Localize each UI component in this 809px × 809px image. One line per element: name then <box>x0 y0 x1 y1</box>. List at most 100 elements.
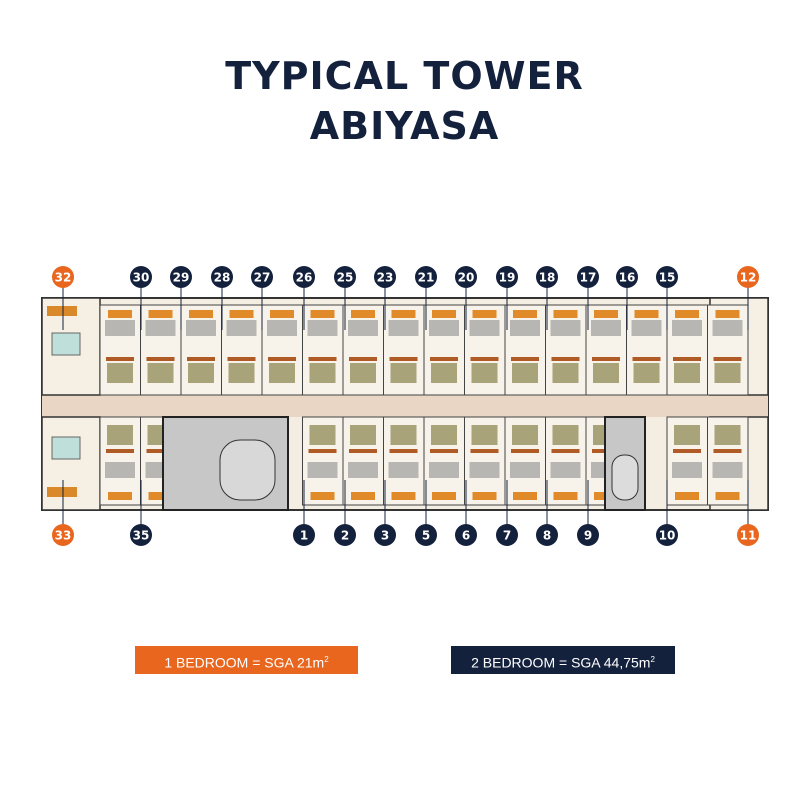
bathroom <box>431 363 457 383</box>
top-marker-15 <box>656 266 678 288</box>
wardrobe <box>472 310 497 318</box>
kitchen-counter <box>713 449 742 453</box>
wardrobe <box>675 310 699 318</box>
bottom-unit-label: 35 <box>133 529 150 543</box>
wardrobe <box>270 310 294 318</box>
bathroom <box>350 425 376 445</box>
top-unit-label: 29 <box>173 271 190 285</box>
bathroom <box>471 425 498 445</box>
top-marker-16 <box>616 266 638 288</box>
top-unit-label: 18 <box>539 271 556 285</box>
bathroom <box>512 363 538 383</box>
wardrobe <box>108 310 132 318</box>
kitchen-counter <box>308 357 337 361</box>
top-marker-18 <box>536 266 558 288</box>
bottom-marker-33 <box>52 524 74 546</box>
top-unit-label: 27 <box>254 271 271 285</box>
bed <box>105 320 135 336</box>
bathroom <box>431 425 457 445</box>
kitchen-counter <box>713 357 742 361</box>
top-marker-12 <box>737 266 759 288</box>
top-unit-label: 20 <box>458 271 475 285</box>
kitchen-counter <box>551 357 580 361</box>
title-line-2: ABIYASA <box>309 104 500 148</box>
bed <box>388 320 419 336</box>
bed <box>51 436 81 460</box>
bed <box>388 462 419 478</box>
kitchen-counter <box>673 357 701 361</box>
bathroom <box>269 363 295 383</box>
wardrobe <box>229 310 254 318</box>
bathroom <box>674 425 700 445</box>
wardrobe <box>432 310 456 318</box>
top-unit-label: 21 <box>418 271 435 285</box>
wardrobe <box>148 492 173 500</box>
bed <box>145 320 176 336</box>
kitchen-counter <box>389 449 418 453</box>
bed <box>307 320 338 336</box>
bed <box>267 320 297 336</box>
top-marker-23 <box>374 266 396 288</box>
top-unit-label: 25 <box>337 271 354 285</box>
bottom-marker-11 <box>737 524 759 546</box>
top-marker-17 <box>577 266 599 288</box>
kitchen-counter <box>430 357 458 361</box>
top-unit-label: 28 <box>214 271 231 285</box>
stairs <box>611 454 639 501</box>
wardrobe <box>553 310 578 318</box>
bottom-marker-9 <box>577 524 599 546</box>
wardrobe <box>432 492 456 500</box>
bathroom <box>147 363 174 383</box>
bottom-unit-label: 9 <box>584 529 592 543</box>
bed <box>510 462 540 478</box>
wardrobe <box>513 310 537 318</box>
kitchen-counter <box>470 357 499 361</box>
top-marker-21 <box>415 266 437 288</box>
bottom-marker-5 <box>415 524 437 546</box>
bathroom <box>390 363 417 383</box>
wardrobe <box>310 310 335 318</box>
bathroom <box>512 425 538 445</box>
bed <box>712 320 743 336</box>
wardrobe <box>351 310 375 318</box>
top-marker-25 <box>334 266 356 288</box>
bed <box>429 462 459 478</box>
kitchen-counter <box>227 357 256 361</box>
kitchen-counter <box>106 449 134 453</box>
furniture <box>47 306 77 316</box>
bed <box>469 320 500 336</box>
top-unit-label: 30 <box>133 271 150 285</box>
furniture <box>47 487 77 497</box>
bottom-unit-label: 7 <box>503 529 511 543</box>
top-unit-label: 16 <box>619 271 636 285</box>
bathroom <box>390 425 417 445</box>
wardrobe <box>634 310 659 318</box>
wardrobe <box>715 492 740 500</box>
bottom-unit-label: 3 <box>381 529 389 543</box>
bed <box>105 462 135 478</box>
bathroom <box>350 363 376 383</box>
bottom-unit-label: 8 <box>543 529 551 543</box>
top-unit-label: 32 <box>55 271 72 285</box>
bottom-marker-1 <box>293 524 315 546</box>
kitchen-counter <box>268 357 296 361</box>
bathroom <box>714 363 741 383</box>
top-unit-label: 17 <box>580 271 597 285</box>
kitchen-counter <box>511 357 539 361</box>
bathroom <box>107 425 133 445</box>
bathroom <box>552 425 579 445</box>
top-marker-28 <box>211 266 233 288</box>
bathroom <box>593 363 619 383</box>
bottom-unit-label: 10 <box>659 529 676 543</box>
legend-one-bedroom-sup: 2 <box>324 655 329 664</box>
bottom-marker-35 <box>130 524 152 546</box>
bed <box>348 320 378 336</box>
wardrobe <box>391 492 416 500</box>
bed <box>712 462 743 478</box>
top-marker-32 <box>52 266 74 288</box>
kitchen-counter <box>146 449 175 453</box>
bathroom <box>228 363 255 383</box>
wardrobe <box>675 492 699 500</box>
bottom-unit-label: 6 <box>462 529 470 543</box>
